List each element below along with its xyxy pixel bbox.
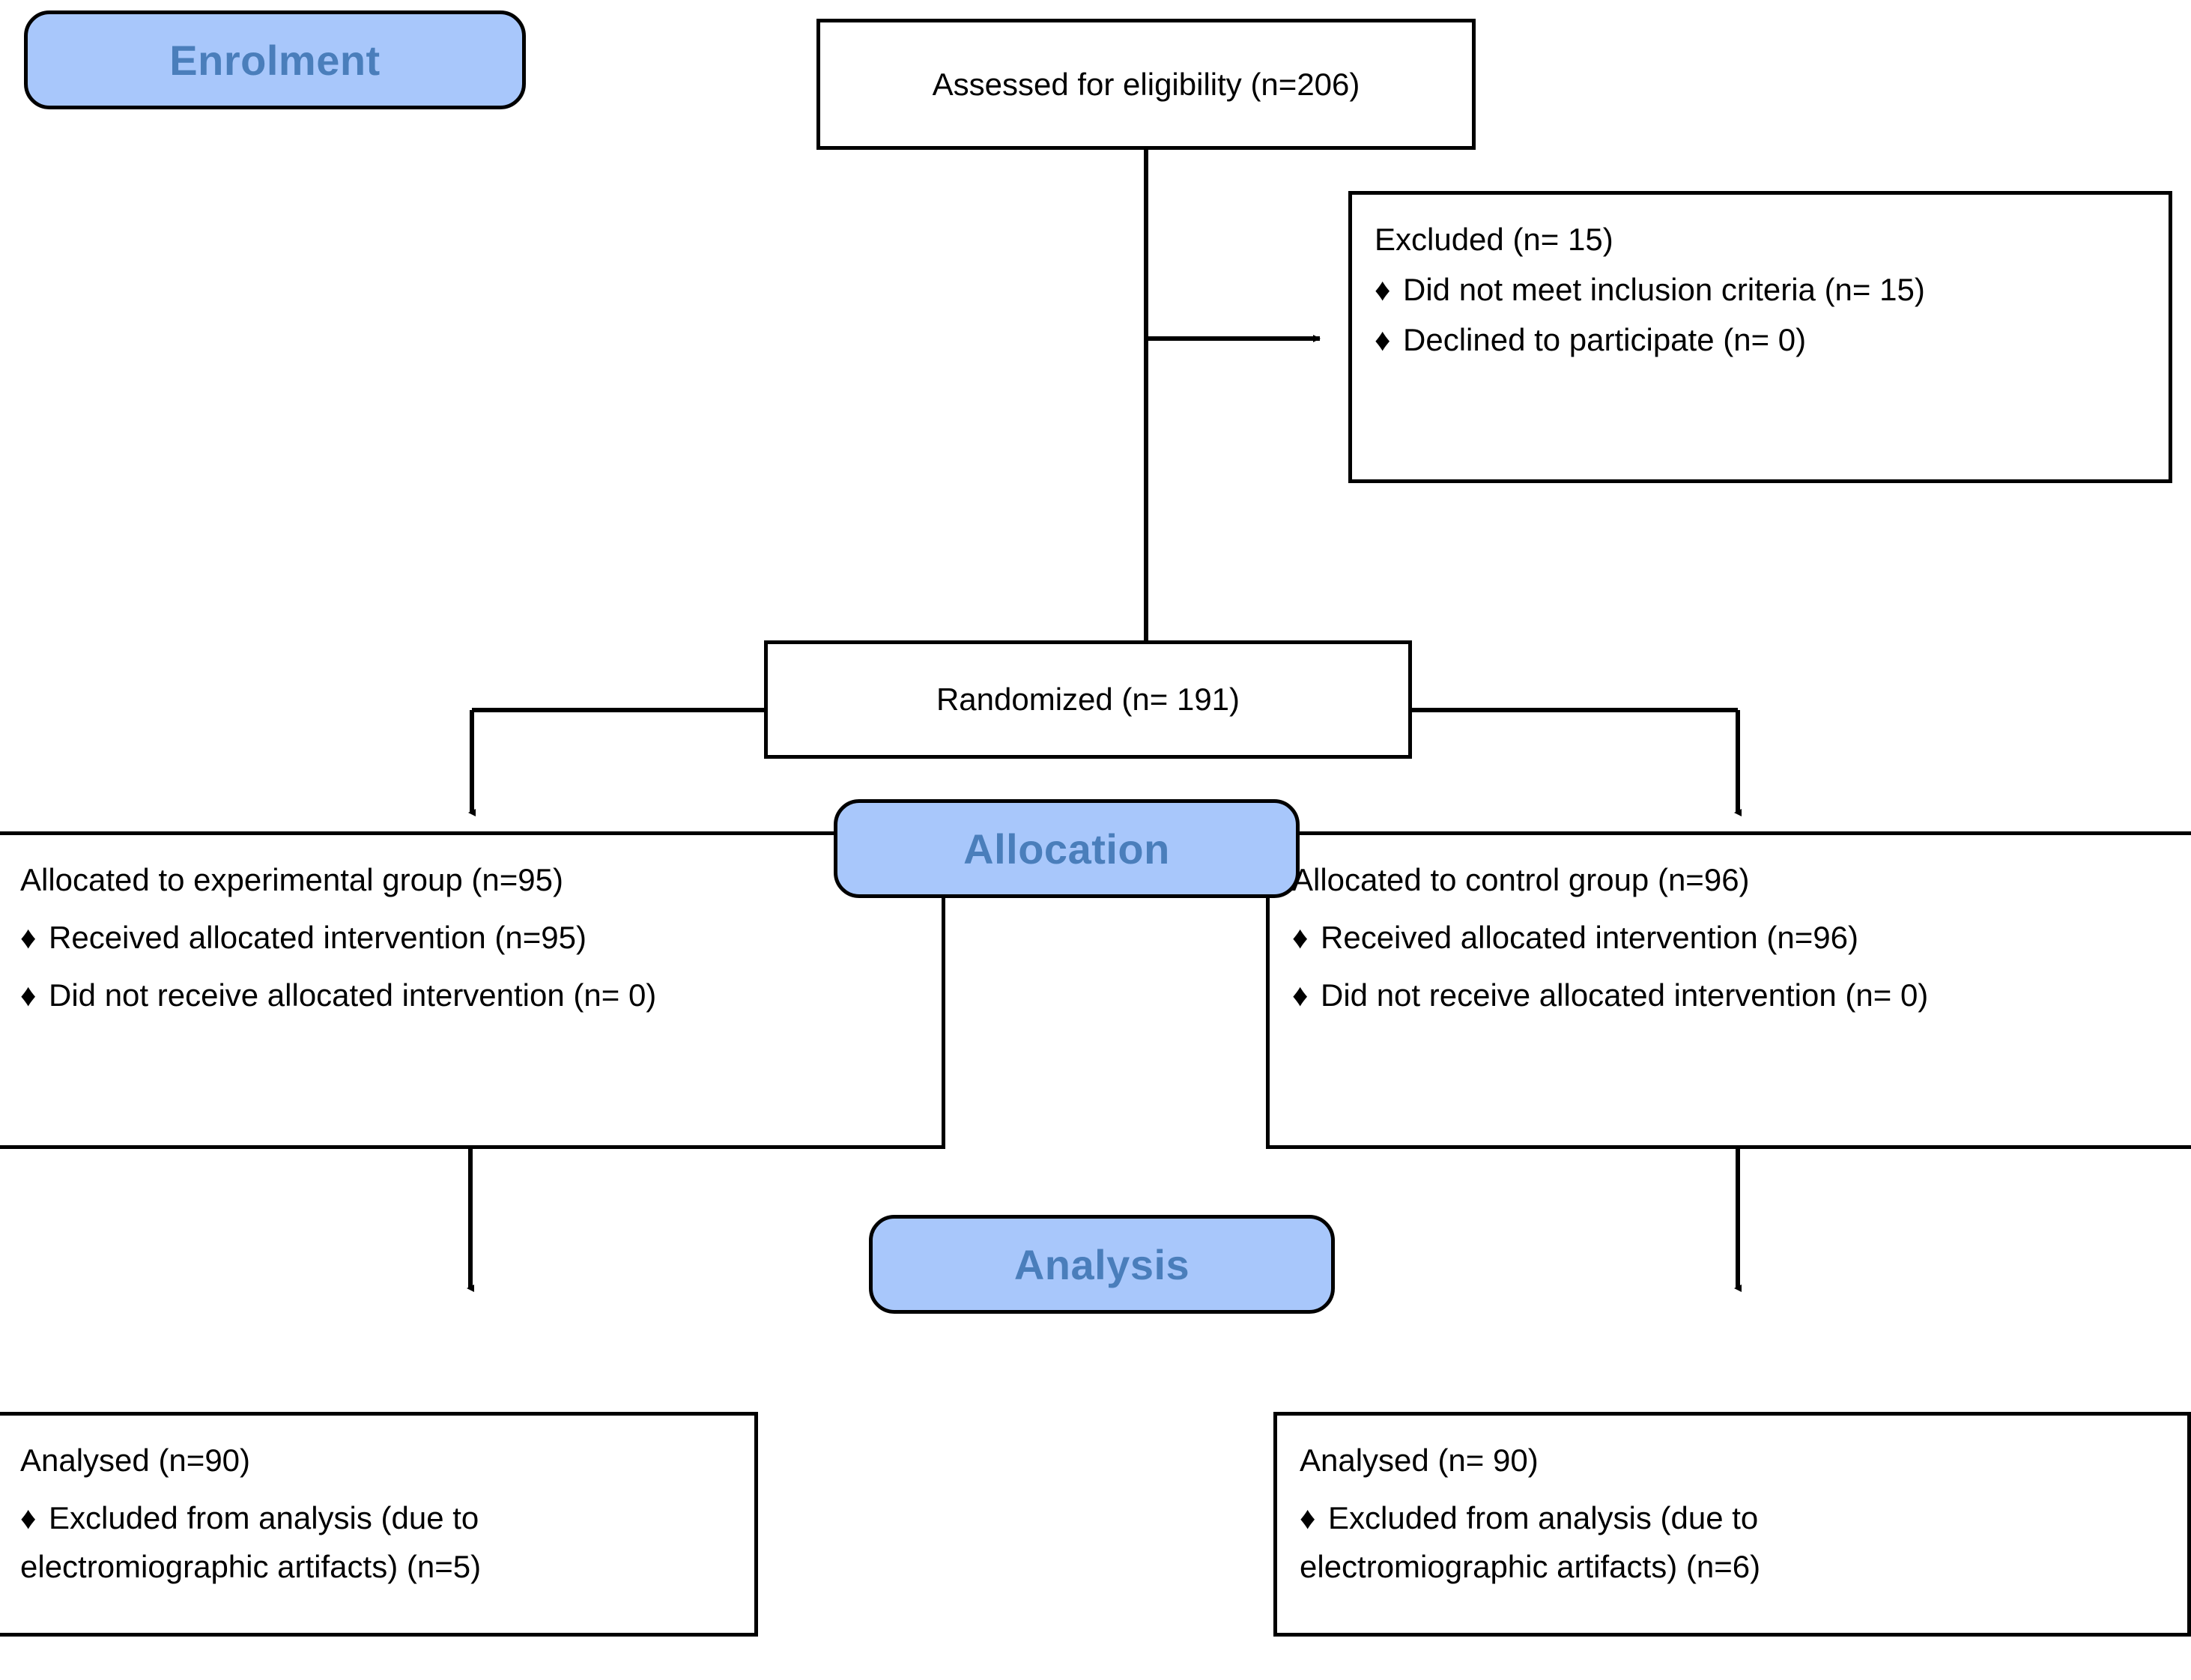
stage-badge-allocation: Allocation: [834, 799, 1300, 898]
spacer: [1375, 309, 2146, 321]
spacer: [1292, 899, 2172, 918]
analysed-control-bullet-0-line1: Excluded from analysis (due to: [1328, 1500, 1759, 1536]
box-allocated-control: Allocated to control group (n=96) ♦ Recei…: [1266, 831, 2191, 1149]
diamond-bullet-icon: ♦: [20, 920, 37, 956]
analysed-experimental-bullet-0-line2-wrap: electromiographic artifacts) (n=5): [20, 1547, 732, 1586]
analysed-experimental-bullet-0: ♦ Excluded from analysis (due to: [20, 1499, 732, 1537]
excluded-bullet-1: ♦ Declined to participate (n= 0): [1375, 321, 2146, 359]
box-analysed-experimental: Analysed (n=90) ♦ Excluded from analysis …: [0, 1412, 758, 1637]
diamond-bullet-icon: ♦: [1375, 272, 1391, 308]
stage-badge-analysis-label: Analysis: [1013, 1240, 1190, 1288]
analysed-control-bullet-0-line2: electromiographic artifacts) (n=6): [1300, 1549, 1761, 1585]
spacer: [1375, 258, 2146, 270]
allocated-experimental-bullet-0-label: Received allocated intervention (n=95): [49, 920, 587, 956]
assessed-label: Assessed for eligibility (n=206): [932, 66, 1360, 102]
spacer: [20, 956, 919, 976]
allocated-experimental-bullet-1-label: Did not receive allocated intervention (…: [49, 977, 657, 1013]
spacer: [1292, 956, 2172, 976]
analysed-experimental-heading: Analysed (n=90): [20, 1443, 251, 1478]
diamond-bullet-icon: ♦: [1300, 1500, 1316, 1536]
spacer: [20, 899, 919, 918]
allocated-control-bullet-1: ♦ Did not receive allocated intervention …: [1292, 976, 2172, 1014]
box-excluded: Excluded (n= 15) ♦ Did not meet inclusion…: [1348, 191, 2172, 483]
excluded-bullet-0: ♦ Did not meet inclusion criteria (n= 15): [1375, 270, 2146, 309]
diamond-bullet-icon: ♦: [1292, 920, 1309, 956]
analysed-control-bullet-0: ♦ Excluded from analysis (due to: [1300, 1499, 2165, 1537]
allocated-control-bullet-1-label: Did not receive allocated intervention (…: [1321, 977, 1929, 1013]
stage-badge-enrolment: Enrolment: [24, 10, 526, 109]
diamond-bullet-icon: ♦: [1292, 977, 1309, 1013]
analysed-control-heading: Analysed (n= 90): [1300, 1443, 1539, 1478]
allocated-control-heading: Allocated to control group (n=96): [1292, 862, 1750, 897]
excluded-bullet-0-label: Did not meet inclusion criteria (n= 15): [1403, 272, 1925, 308]
spacer: [1300, 1479, 2165, 1499]
stage-badge-enrolment-label: Enrolment: [169, 36, 381, 84]
box-assessed-for-eligibility: Assessed for eligibility (n=206): [816, 19, 1476, 150]
allocated-control-bullet-0: ♦ Received allocated intervention (n=96): [1292, 918, 2172, 956]
box-analysed-control: Analysed (n= 90) ♦ Excluded from analysis…: [1273, 1412, 2191, 1637]
allocated-experimental-bullet-0: ♦ Received allocated intervention (n=95): [20, 918, 919, 956]
stage-badge-analysis: Analysis: [869, 1215, 1335, 1314]
allocated-experimental-heading: Allocated to experimental group (n=95): [20, 862, 563, 897]
box-allocated-experimental: Allocated to experimental group (n=95) ♦…: [0, 831, 945, 1149]
excluded-bullet-1-label: Declined to participate (n= 0): [1403, 322, 1807, 358]
box-randomized: Randomized (n= 191): [764, 640, 1412, 759]
analysed-control-bullet-0-line2-wrap: electromiographic artifacts) (n=6): [1300, 1547, 2165, 1586]
analysed-experimental-bullet-0-line1: Excluded from analysis (due to: [49, 1500, 479, 1536]
excluded-heading: Excluded (n= 15): [1375, 222, 1613, 257]
diamond-bullet-icon: ♦: [20, 1500, 37, 1536]
stage-badge-allocation-label: Allocation: [963, 825, 1170, 873]
diamond-bullet-icon: ♦: [20, 977, 37, 1013]
analysed-experimental-bullet-0-line2: electromiographic artifacts) (n=5): [20, 1549, 482, 1585]
spacer: [20, 1479, 732, 1499]
randomized-label: Randomized (n= 191): [936, 682, 1240, 718]
diamond-bullet-icon: ♦: [1375, 322, 1391, 358]
allocated-experimental-bullet-1: ♦ Did not receive allocated intervention …: [20, 976, 919, 1014]
allocated-control-bullet-0-label: Received allocated intervention (n=96): [1321, 920, 1858, 956]
